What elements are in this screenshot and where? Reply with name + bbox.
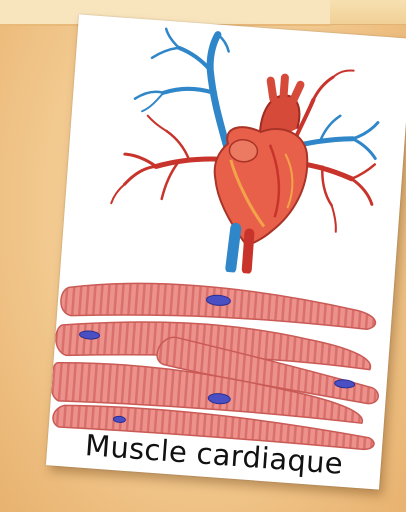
illustration-card: Muscle cardiaque — [46, 14, 406, 489]
cardiac-muscle-fibers-icon — [49, 269, 394, 453]
top-strip — [0, 0, 406, 25]
heart-illustration-icon — [101, 23, 388, 282]
